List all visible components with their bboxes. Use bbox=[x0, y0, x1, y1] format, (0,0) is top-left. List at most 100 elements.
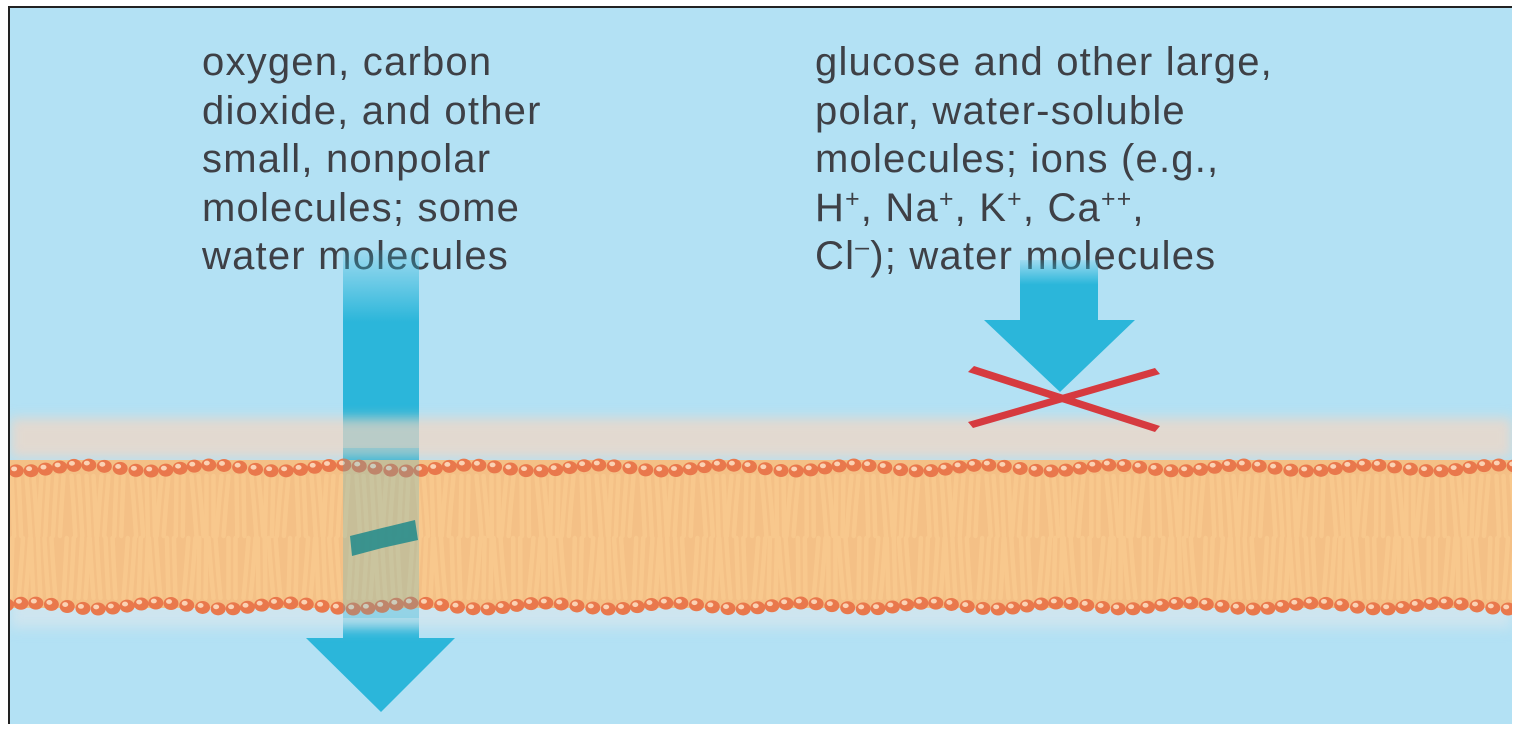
lipid-tail bbox=[174, 538, 176, 598]
lipid-tail bbox=[139, 538, 141, 598]
lipid-head-highlight bbox=[204, 461, 210, 466]
lipid-head bbox=[434, 599, 449, 612]
lipid-tail bbox=[1204, 538, 1206, 598]
lipid-head-highlight bbox=[843, 603, 849, 608]
lipid-tail bbox=[296, 538, 298, 598]
lipid-head-highlight bbox=[198, 603, 204, 608]
lipid-tail bbox=[297, 476, 299, 536]
lipid-head bbox=[601, 602, 616, 615]
lipid-tail bbox=[304, 476, 306, 536]
lipid-head bbox=[638, 463, 653, 476]
lipid-head bbox=[293, 463, 308, 476]
lipid-head bbox=[1230, 602, 1245, 615]
lipid-tail bbox=[975, 476, 978, 536]
lipid-tail bbox=[1354, 476, 1355, 536]
lipid-tail bbox=[1457, 538, 1458, 598]
lipid-head bbox=[1044, 464, 1059, 477]
lipid-tail bbox=[1121, 476, 1122, 536]
lipid-head-highlight bbox=[1248, 605, 1254, 610]
lipid-tail bbox=[1238, 538, 1241, 598]
lipid-head bbox=[654, 464, 669, 477]
lipid-head bbox=[442, 460, 457, 473]
lipid-tail bbox=[1083, 538, 1084, 598]
lipid-head-highlight bbox=[324, 461, 330, 466]
lipid-head-highlight bbox=[896, 465, 902, 470]
lipid-head bbox=[481, 602, 496, 615]
lipid-head bbox=[846, 459, 861, 472]
lipid-head bbox=[952, 460, 967, 473]
lipid-head-highlight bbox=[115, 464, 121, 469]
lipid-head bbox=[1434, 464, 1449, 477]
lipid-tail bbox=[1219, 476, 1222, 536]
lipid-head-highlight bbox=[1286, 466, 1292, 471]
lipid-head-highlight bbox=[1412, 601, 1418, 606]
lipid-head-highlight bbox=[521, 466, 527, 471]
lipid-head-highlight bbox=[228, 604, 234, 609]
lipid-tail bbox=[776, 538, 777, 598]
lipid-head bbox=[1140, 601, 1155, 614]
lipid-head bbox=[622, 461, 637, 474]
lipid-tail bbox=[206, 538, 207, 598]
lipid-head-highlight bbox=[1061, 466, 1067, 471]
lipid-tail bbox=[1152, 476, 1153, 536]
lipid-tail bbox=[31, 538, 34, 598]
lipid-tail bbox=[1186, 476, 1188, 536]
lipid-head bbox=[577, 459, 592, 472]
lipid-head-highlight bbox=[1151, 465, 1157, 470]
lipid-head-highlight bbox=[661, 599, 667, 604]
lipid-head bbox=[1371, 459, 1386, 472]
lipid-head bbox=[1328, 462, 1343, 475]
lipid-tail bbox=[258, 538, 259, 598]
lipid-head-highlight bbox=[474, 461, 480, 466]
lipid-head-highlight bbox=[579, 461, 585, 466]
lipid-head bbox=[1313, 464, 1328, 477]
lipid-tail bbox=[113, 538, 116, 598]
lipid-head-highlight bbox=[641, 465, 647, 470]
lipid-tail bbox=[866, 538, 867, 598]
lipid-head-highlight bbox=[656, 467, 662, 472]
lipid-head bbox=[487, 460, 502, 473]
lipid-head-highlight bbox=[310, 463, 316, 468]
lipid-tail bbox=[1321, 476, 1323, 536]
lipid-head-highlight bbox=[1359, 461, 1365, 466]
lipid-tail bbox=[1306, 538, 1309, 598]
lipid-head bbox=[173, 462, 188, 475]
lipid-head-highlight bbox=[31, 599, 37, 604]
lipid-tail bbox=[199, 538, 200, 598]
lipid-tail bbox=[641, 538, 644, 598]
lipid-tail bbox=[1313, 538, 1316, 598]
lipid-head-highlight bbox=[108, 604, 114, 609]
lipid-head bbox=[1477, 459, 1492, 472]
lipid-head-highlight bbox=[946, 600, 952, 605]
lipid-head bbox=[1454, 597, 1469, 610]
lipid-head-highlight bbox=[1113, 604, 1119, 609]
lipid-head bbox=[428, 462, 443, 475]
lipid-tail bbox=[1489, 538, 1491, 598]
lipid-tail bbox=[114, 476, 116, 536]
lipid-tail bbox=[176, 476, 177, 536]
lipid-tail bbox=[616, 476, 619, 536]
lipid-head-highlight bbox=[1352, 603, 1358, 608]
lipid-head-highlight bbox=[333, 604, 339, 609]
lipid-tail bbox=[1314, 476, 1316, 536]
lipid-head bbox=[758, 462, 773, 475]
lipid-head-highlight bbox=[723, 604, 729, 609]
lipid-head bbox=[322, 459, 337, 472]
lipid-head-highlight bbox=[1441, 599, 1447, 604]
lipid-head-highlight bbox=[1277, 602, 1283, 607]
lipid-head-highlight bbox=[271, 599, 277, 604]
lipid-head-highlight bbox=[1210, 463, 1216, 468]
lipid-head bbox=[1179, 464, 1194, 477]
lipid-head-highlight bbox=[1383, 604, 1389, 609]
lipid-head-highlight bbox=[512, 601, 518, 606]
lipid-tail bbox=[244, 476, 245, 536]
lipid-tail bbox=[424, 538, 427, 598]
lipid-tail bbox=[265, 476, 267, 536]
lipid-tail bbox=[994, 538, 997, 598]
lipid-head bbox=[1207, 461, 1222, 474]
lipid-head bbox=[38, 463, 53, 476]
lipid-head bbox=[997, 460, 1012, 473]
lipid-head bbox=[1073, 462, 1088, 475]
lipid-tail bbox=[289, 538, 291, 598]
lipid-head bbox=[1342, 460, 1357, 473]
